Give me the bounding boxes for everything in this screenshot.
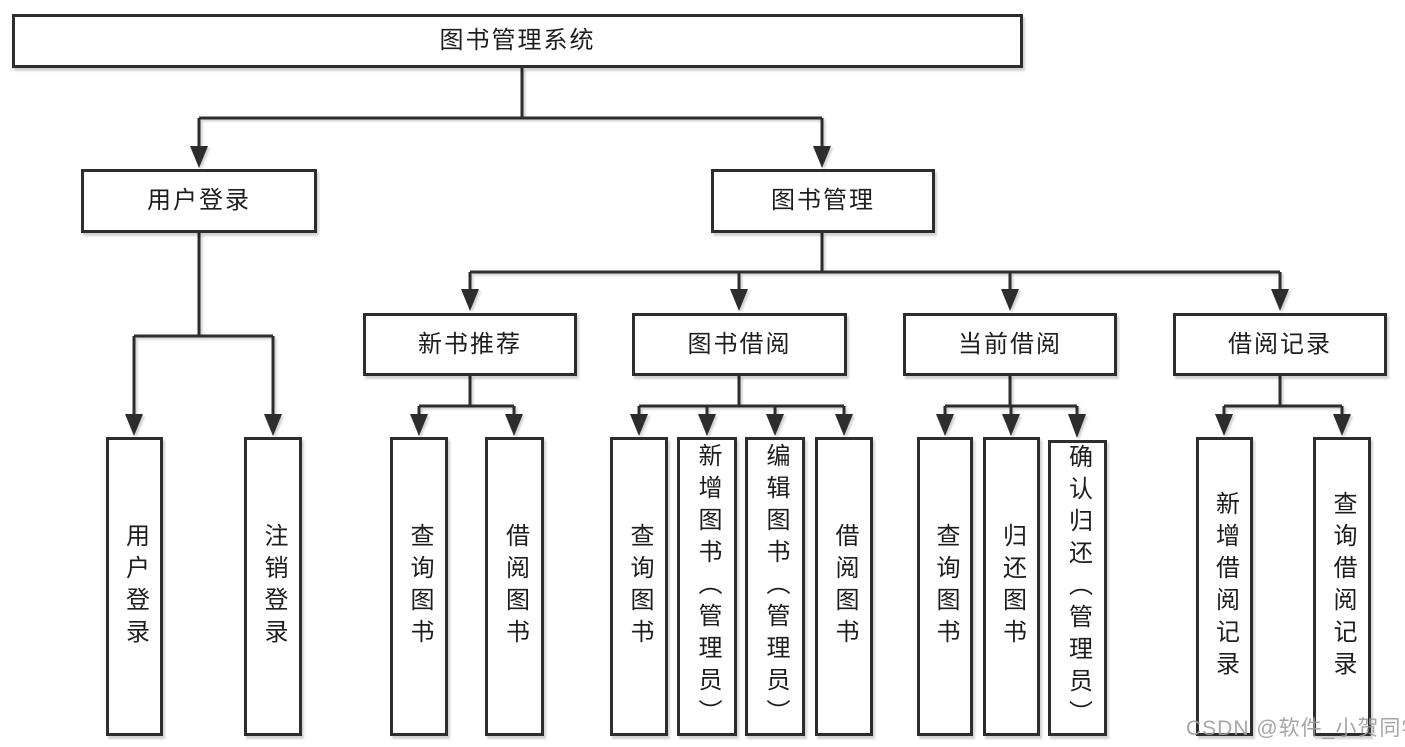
node-leaf-query-books: 查询图书 bbox=[390, 437, 448, 736]
node-label: 用户登录 bbox=[147, 187, 251, 214]
node-leaf-borrow-books: 借阅图书 bbox=[815, 437, 873, 736]
node-new-book-recommendation: 新书推荐 bbox=[363, 313, 577, 376]
node-label: 图书管理 bbox=[771, 187, 875, 214]
node-leaf-query-borrow-record: 查询借阅记录 bbox=[1313, 437, 1371, 736]
node-label: 确认归还（管理员） bbox=[1064, 444, 1092, 732]
node-leaf-add-books-admin: 新增图书（管理员） bbox=[677, 437, 737, 736]
node-library-management-system: 图书管理系统 bbox=[12, 14, 1023, 68]
node-label: 查询借阅记录 bbox=[1329, 490, 1356, 683]
node-leaf-query-books: 查询图书 bbox=[917, 437, 973, 736]
node-borrowing-records: 借阅记录 bbox=[1173, 313, 1387, 376]
node-leaf-return-books: 归还图书 bbox=[983, 437, 1040, 736]
node-label: 当前借阅 bbox=[958, 330, 1062, 358]
node-label: 编辑图书（管理员） bbox=[762, 442, 789, 731]
connector-paths bbox=[132, 68, 1344, 417]
node-leaf-logout: 注销登录 bbox=[244, 437, 302, 736]
node-leaf-confirm-return-admin: 确认归还（管理员） bbox=[1048, 440, 1107, 736]
node-user-login-branch: 用户登录 bbox=[81, 169, 317, 233]
node-label: 图书借阅 bbox=[687, 330, 792, 358]
node-label: 用户登录 bbox=[121, 522, 149, 651]
node-leaf-edit-books-admin: 编辑图书（管理员） bbox=[745, 437, 805, 736]
node-leaf-add-borrow-record: 新增借阅记录 bbox=[1196, 437, 1253, 736]
node-label: 注销登录 bbox=[260, 522, 287, 651]
node-book-borrowing: 图书借阅 bbox=[632, 313, 847, 376]
csdn-watermark: CSDN @软件_小贺同学 bbox=[1186, 717, 1405, 740]
node-current-borrowing: 当前借阅 bbox=[903, 313, 1117, 376]
node-label: 查询图书 bbox=[932, 522, 959, 651]
node-label: 归还图书 bbox=[998, 522, 1026, 651]
node-leaf-query-books: 查询图书 bbox=[610, 437, 668, 736]
node-leaf-user-login: 用户登录 bbox=[106, 437, 163, 736]
arrowheads bbox=[125, 146, 1351, 438]
node-label: 借阅图书 bbox=[501, 522, 529, 651]
node-label: 新增图书（管理员） bbox=[694, 442, 721, 731]
node-label: 查询图书 bbox=[406, 522, 433, 651]
node-label: 借阅记录 bbox=[1228, 330, 1332, 358]
node-label: 查询图书 bbox=[626, 522, 653, 651]
node-leaf-borrow-books: 借阅图书 bbox=[485, 437, 544, 736]
node-label: 借阅图书 bbox=[831, 522, 858, 651]
node-label: 新书推荐 bbox=[418, 330, 522, 358]
node-label: 新增借阅记录 bbox=[1211, 490, 1239, 683]
node-book-management-branch: 图书管理 bbox=[711, 169, 935, 233]
node-label: 图书管理系统 bbox=[439, 27, 596, 54]
